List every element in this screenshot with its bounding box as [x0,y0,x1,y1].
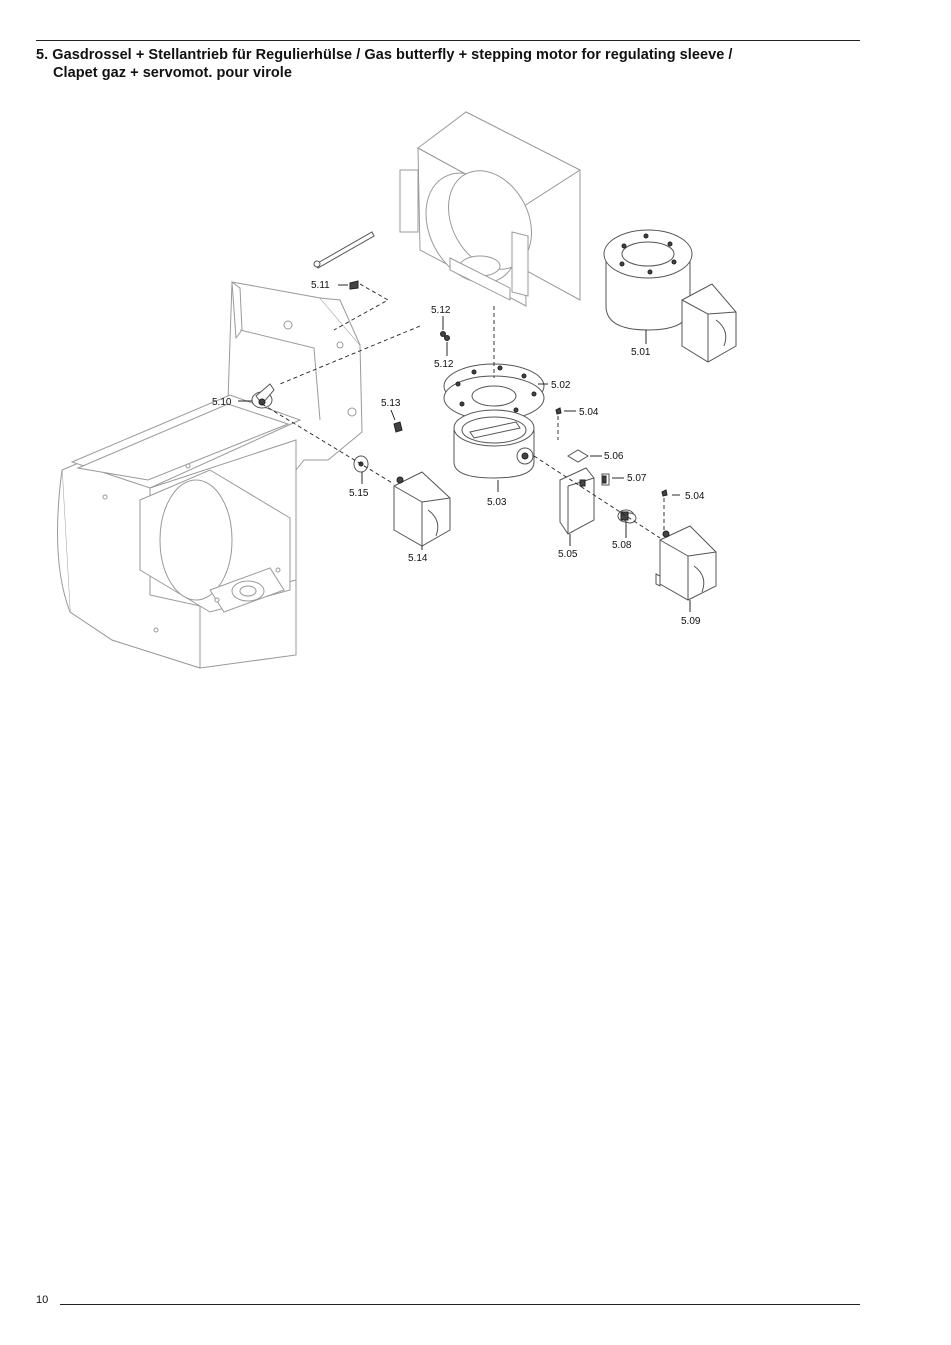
part-5-11-rod [313,231,375,290]
callout-5-06: 5.06 [604,451,624,462]
callout-labels: 5.01 5.02 5.03 5.04 5.04 5.05 5.06 5.07 … [212,280,705,627]
header-rule [36,40,860,41]
callout-5-15: 5.15 [349,488,369,499]
callout-5-12-upper: 5.12 [431,305,451,316]
part-5-14-motor [393,471,451,547]
part-5-13-pin [393,421,403,433]
part-5-07-block [601,473,610,486]
part-5-01-sleeve-assembly [603,229,737,363]
callout-5-03: 5.03 [487,497,507,508]
callout-5-08: 5.08 [612,540,632,551]
part-5-09-stepping-motor [655,525,717,601]
callout-5-10: 5.10 [212,397,232,408]
callout-5-01: 5.01 [631,347,651,358]
callout-5-04-upper: 5.04 [579,407,599,418]
part-5-08-coupling [617,509,637,524]
page-title: 5. Gasdrossel + Stellantrieb für Regulie… [36,46,856,82]
callout-5-09: 5.09 [681,616,701,627]
callout-5-11: 5.11 [311,280,330,291]
part-5-04-screws [555,407,668,497]
callout-5-12-lower: 5.12 [434,359,454,370]
page-number: 10 [36,1294,49,1306]
title-line-1: 5. Gasdrossel + Stellantrieb für Regulie… [36,47,733,63]
part-5-12-nuts [440,331,450,341]
title-line-2: Clapet gaz + servomot. pour virole [53,65,292,81]
callout-5-14: 5.14 [408,553,428,564]
callout-5-05: 5.05 [558,549,578,560]
footer-rule [60,1304,860,1305]
assembly-lines [261,283,665,539]
part-5-05-bracket [559,467,595,535]
leader-lines [238,284,691,612]
part-5-10-lever [251,383,275,409]
callout-5-04-lower: 5.04 [685,491,705,502]
callout-5-13: 5.13 [381,398,401,409]
burner-housing [57,280,363,669]
flange-plate [399,111,582,307]
part-5-03-butterfly-housing [453,409,535,479]
callout-5-07: 5.07 [627,473,647,484]
callout-5-02: 5.02 [551,380,571,391]
part-5-06-square-plate [567,449,589,463]
